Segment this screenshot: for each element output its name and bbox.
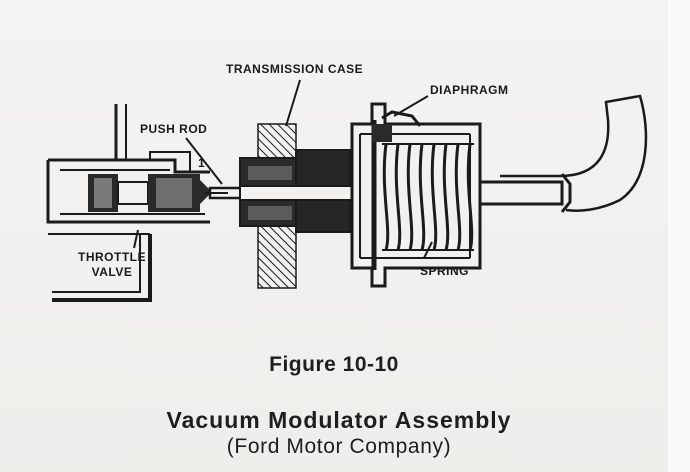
threaded-fitting [239,149,361,233]
label-throttle-line2: VALVE [91,265,133,279]
label-port-number: 1 [198,156,206,170]
leader-lines [133,79,433,259]
label-push-rod: PUSH ROD [140,122,208,136]
throttle-valve-spool [88,174,212,212]
figure-title: Vacuum Modulator Assembly [166,407,512,433]
figure-subtitle: (Ford Motor Company) [226,435,452,458]
valve-body [46,104,210,302]
label-throttle-valve: THROTTLE VALVE [74,250,150,280]
label-spring: SPRING [420,264,470,278]
vacuum-modulator-diagram [46,79,648,302]
label-throttle-line1: THROTTLE [78,250,146,264]
figure-number: Figure 10-10 [269,353,399,376]
vacuum-hose [478,94,648,213]
label-transmission-case: TRANSMISSION CASE [226,62,364,76]
page-edge [668,0,690,472]
label-diaphragm: DIAPHRAGM [430,83,509,97]
modulator-housing [350,102,482,288]
